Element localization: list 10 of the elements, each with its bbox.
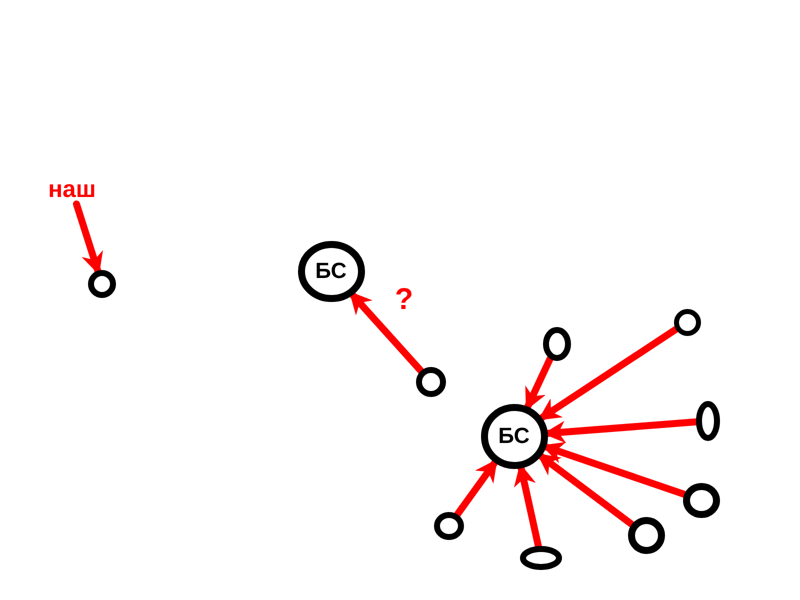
arrow bbox=[454, 458, 498, 518]
arrow bbox=[72, 200, 103, 275]
arrow bbox=[348, 291, 424, 374]
node-label: наш bbox=[48, 176, 96, 204]
arrow bbox=[524, 355, 554, 410]
arrow bbox=[538, 326, 680, 422]
edge-label: ? bbox=[394, 283, 414, 317]
arrow bbox=[536, 452, 635, 528]
node-label: БС bbox=[315, 258, 347, 284]
node-label: БС bbox=[498, 423, 530, 449]
